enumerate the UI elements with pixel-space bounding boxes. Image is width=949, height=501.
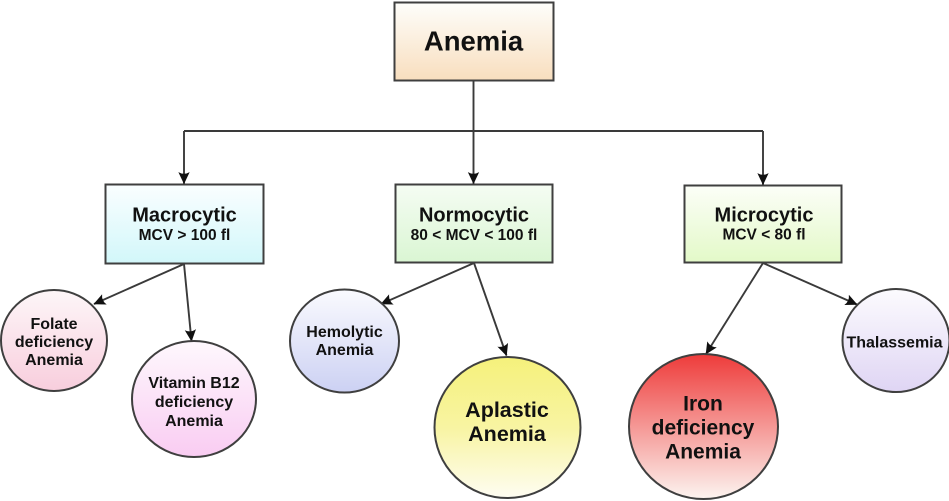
svg-text:80 < MCV < 100 fl: 80 < MCV < 100 fl (411, 227, 538, 244)
svg-text:Thalassemia: Thalassemia (846, 335, 942, 352)
svg-text:Anemia: Anemia (165, 413, 223, 430)
svg-text:deficiency: deficiency (155, 394, 233, 411)
svg-text:Anemia: Anemia (468, 422, 547, 446)
svg-text:Macrocytic: Macrocytic (132, 205, 237, 227)
svg-text:deficiency: deficiency (652, 417, 755, 440)
svg-text:deficiency: deficiency (15, 334, 93, 351)
svg-text:Normocytic: Normocytic (419, 205, 529, 227)
svg-text:Microcytic: Microcytic (715, 205, 814, 227)
svg-text:Anemia: Anemia (316, 342, 374, 359)
svg-text:Aplastic: Aplastic (465, 398, 549, 422)
svg-text:Folate: Folate (30, 316, 77, 333)
svg-text:Anemia: Anemia (665, 441, 741, 464)
svg-text:MCV > 100 fl: MCV > 100 fl (139, 227, 231, 244)
svg-text:Anemia: Anemia (424, 26, 524, 57)
svg-text:Anemia: Anemia (25, 352, 83, 369)
svg-text:Hemolytic: Hemolytic (306, 324, 383, 341)
svg-text:Vitamin B12: Vitamin B12 (148, 375, 239, 392)
svg-text:Iron: Iron (683, 393, 723, 416)
svg-text:MCV < 80 fl: MCV < 80 fl (722, 227, 805, 244)
